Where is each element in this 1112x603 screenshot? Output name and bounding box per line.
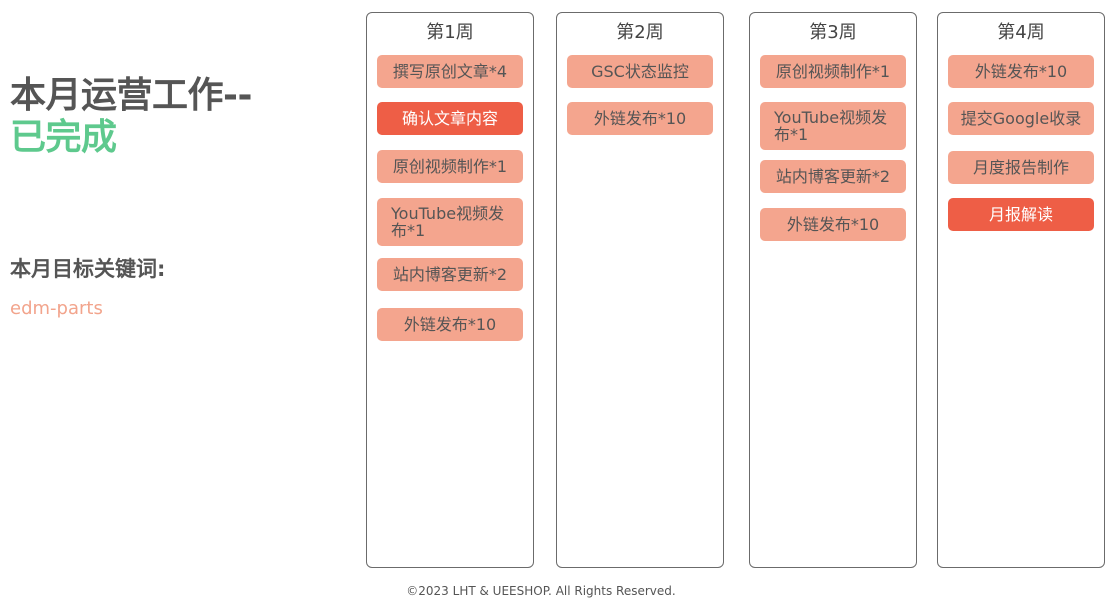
task-card: 原创视频制作*1 (377, 150, 523, 183)
week-title: 第3周 (809, 22, 857, 43)
task-card: YouTube视频发布*1 (760, 102, 906, 150)
week-title: 第4周 (997, 22, 1045, 43)
footer-copyright: ©2023 LHT & UEESHOP. All Rights Reserved… (0, 584, 1112, 598)
page-title: 本月运营工作-- (10, 75, 252, 116)
task-card: 站内博客更新*2 (760, 160, 906, 193)
task-card: 外链发布*10 (948, 55, 1094, 88)
week-column-4: 第4周 外链发布*10 提交Google收录 月度报告制作 月报解读 (937, 12, 1105, 568)
task-card: GSC状态监控 (567, 55, 713, 88)
task-card: 原创视频制作*1 (760, 55, 906, 88)
week-column-2: 第2周 GSC状态监控 外链发布*10 (556, 12, 724, 568)
task-card: 提交Google收录 (948, 102, 1094, 135)
week-column-1: 第1周 撰写原创文章*4 确认文章内容 原创视频制作*1 YouTube视频发布… (366, 12, 534, 568)
week-column-3: 第3周 原创视频制作*1 YouTube视频发布*1 站内博客更新*2 外链发布… (749, 12, 917, 568)
week-title: 第2周 (616, 22, 664, 43)
footer-text: ©2023 LHT & UEESHOP. All Rights Reserved… (406, 584, 676, 598)
task-card: 月度报告制作 (948, 151, 1094, 184)
keywords-label: 本月目标关键词: (10, 257, 166, 281)
task-card: 外链发布*10 (760, 208, 906, 241)
task-card: YouTube视频发布*1 (377, 198, 523, 246)
task-card: 撰写原创文章*4 (377, 55, 523, 88)
keywords-value: edm-parts (10, 298, 103, 319)
week-title: 第1周 (426, 22, 474, 43)
task-card: 外链发布*10 (567, 102, 713, 135)
page-subtitle-status: 已完成 (10, 117, 117, 158)
task-card: 站内博客更新*2 (377, 258, 523, 291)
task-card-highlighted: 月报解读 (948, 198, 1094, 231)
task-card: 外链发布*10 (377, 308, 523, 341)
task-card-highlighted: 确认文章内容 (377, 102, 523, 135)
